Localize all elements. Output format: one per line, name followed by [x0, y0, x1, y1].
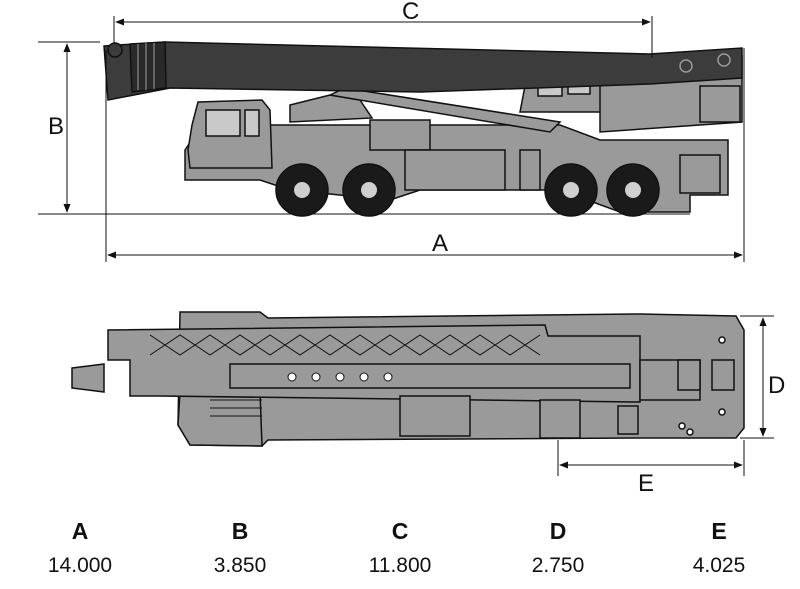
- column-value: 2.750: [531, 554, 585, 577]
- column-header: C: [391, 518, 409, 544]
- side-boom: [103, 41, 743, 101]
- column-value: 4.025: [692, 554, 746, 577]
- side-wheels: [275, 163, 660, 217]
- dim-label-b: B: [48, 113, 64, 140]
- dimension-table: A 14.000 B 3.850 C 11.800 D 2.750 E 4.02…: [0, 512, 800, 589]
- top-view: [71, 311, 745, 447]
- column-value: 3.850: [213, 554, 267, 577]
- dim-label-e: E: [638, 470, 654, 497]
- column-header: A: [71, 518, 89, 544]
- dimension-lines-side: [38, 16, 745, 262]
- side-view: [103, 41, 743, 217]
- dimension-lines-top: [557, 315, 774, 476]
- column-header: D: [549, 518, 567, 544]
- dim-label-c: C: [402, 0, 419, 25]
- column-header: B: [231, 518, 249, 544]
- dim-label-d: D: [768, 372, 785, 399]
- column-header: E: [711, 518, 727, 544]
- column-value: 11.800: [368, 554, 432, 577]
- dim-label-a: A: [432, 230, 448, 257]
- column-value: 14.000: [47, 554, 113, 577]
